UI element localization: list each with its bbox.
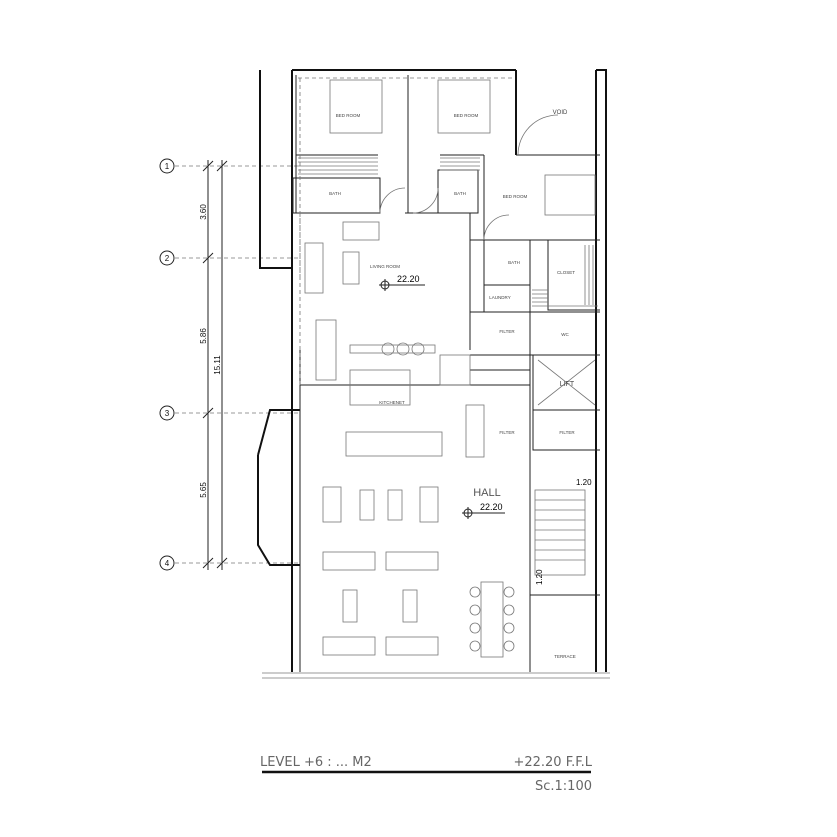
side-table bbox=[387, 489, 403, 521]
scale-label: Sc.1:100 bbox=[535, 779, 592, 794]
door-swings bbox=[379, 114, 559, 241]
stair-dim-top: 1.20 bbox=[576, 478, 592, 487]
console bbox=[465, 404, 485, 458]
label-kitchenet: KITCHENET bbox=[379, 400, 405, 405]
label-bedroom-2: BED ROOM bbox=[454, 113, 479, 118]
grid-bubble-1: 1 bbox=[159, 158, 175, 174]
dining-chair bbox=[503, 604, 515, 616]
stool bbox=[381, 342, 395, 356]
dining-chair bbox=[469, 604, 481, 616]
sofa bbox=[342, 221, 380, 241]
counter bbox=[349, 344, 436, 354]
lift-shaft-cross bbox=[537, 359, 596, 406]
sofa bbox=[385, 636, 439, 656]
stair-treads bbox=[535, 499, 585, 561]
dim-span-3: 5.65 bbox=[199, 482, 208, 498]
label-bath-2: BATH bbox=[454, 191, 466, 196]
hatch-areas bbox=[262, 157, 610, 679]
label-lift: LIFT bbox=[560, 381, 575, 388]
dim-total: 15.11 bbox=[213, 355, 222, 375]
label-bedroom-1: BED ROOM bbox=[336, 113, 361, 118]
grid-label-3: 3 bbox=[165, 409, 170, 418]
island bbox=[345, 431, 443, 457]
grid-bubble-4: 4 bbox=[159, 555, 175, 571]
level-value-living: 22.20 bbox=[397, 274, 420, 284]
sofa bbox=[385, 551, 439, 571]
armchair bbox=[419, 486, 439, 523]
steps bbox=[439, 354, 471, 386]
dim-span-1: 3.60 bbox=[199, 204, 208, 220]
coffee-table bbox=[342, 589, 358, 623]
side-table bbox=[359, 489, 375, 521]
staircase bbox=[534, 489, 586, 576]
armchair bbox=[322, 486, 342, 523]
label-filter-2: FILTER bbox=[499, 430, 515, 435]
dining-chair bbox=[503, 640, 515, 652]
level-value-hall: 22.20 bbox=[480, 502, 503, 512]
dining-chair bbox=[503, 586, 515, 598]
dim-span-2: 5.86 bbox=[199, 328, 208, 344]
label-wc: WC bbox=[561, 332, 569, 337]
stool bbox=[396, 342, 410, 356]
ffl-label: +22.20 F.F.L bbox=[513, 755, 592, 770]
sofa bbox=[304, 242, 324, 294]
kitchenet-unit bbox=[349, 369, 411, 406]
label-terrace: TERRACE bbox=[554, 654, 576, 659]
stool bbox=[411, 342, 425, 356]
stair-dim-side: 1.20 bbox=[535, 569, 544, 585]
grid-bubble-2: 2 bbox=[159, 250, 175, 266]
grid-label-4: 4 bbox=[165, 559, 170, 568]
grid-bubble-3: 3 bbox=[159, 405, 175, 421]
dining-chair bbox=[469, 640, 481, 652]
label-bath-1: BATH bbox=[329, 191, 341, 196]
dining-chair bbox=[503, 622, 515, 634]
bed-2 bbox=[437, 79, 491, 134]
label-filter-1: FILTER bbox=[499, 329, 515, 334]
dining-table bbox=[480, 581, 504, 658]
label-hall: HALL bbox=[473, 487, 501, 499]
stair-flight bbox=[315, 319, 337, 381]
level-title: LEVEL +6 : ... M2 bbox=[260, 755, 372, 770]
grid-label-1: 1 bbox=[165, 162, 170, 171]
bed-1 bbox=[329, 79, 383, 134]
label-filter-3: FILTER bbox=[559, 430, 575, 435]
coffee-table bbox=[402, 589, 418, 623]
label-living-room: LIVING ROOM bbox=[370, 264, 400, 269]
grid-label-2: 2 bbox=[165, 254, 170, 263]
label-void: VOID bbox=[553, 110, 568, 116]
room-labels: BED ROOM BED ROOM BED ROOM BATH BATH BAT… bbox=[329, 110, 576, 659]
label-closet: CLOSET bbox=[557, 270, 575, 275]
label-bedroom-3: BED ROOM bbox=[503, 194, 528, 199]
coffee-table bbox=[342, 251, 360, 285]
dimension-ticks bbox=[202, 160, 228, 569]
title-block: LEVEL +6 : ... M2 +22.20 F.F.L Sc.1:100 bbox=[260, 755, 593, 794]
furniture bbox=[304, 79, 596, 658]
level-marker-living: 22.20 bbox=[379, 274, 425, 291]
walls bbox=[257, 69, 607, 672]
label-bath-3: BATH bbox=[508, 260, 520, 265]
sofa bbox=[322, 636, 376, 656]
label-laundry: LAUNDRY bbox=[489, 295, 510, 300]
level-marker-hall: 22.20 bbox=[462, 502, 505, 519]
grid-axes: 1 2 3 4 3.60 5.86 5.65 15.11 bbox=[159, 158, 300, 571]
dining-chair bbox=[469, 622, 481, 634]
dining-chair bbox=[469, 586, 481, 598]
sofa bbox=[322, 551, 376, 571]
bed-3 bbox=[544, 174, 596, 216]
